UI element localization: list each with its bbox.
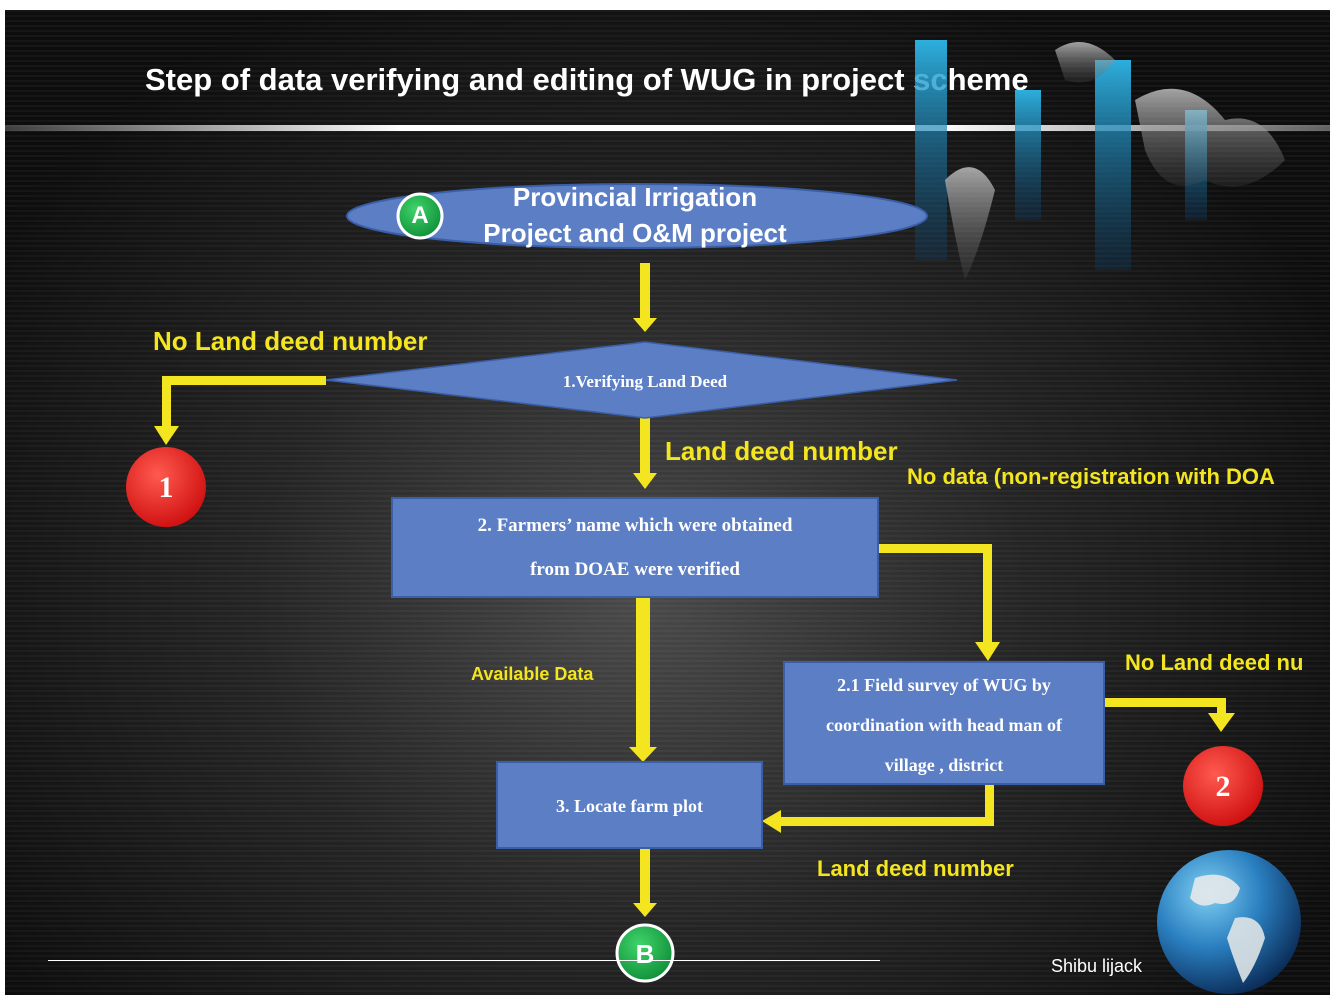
connector-1-label: 1 [158, 471, 174, 504]
label-no-land-deed-right: No Land deed nu [1125, 650, 1304, 675]
arrow-box-2-1-to-connector-2 [1105, 698, 1235, 732]
box-3-label: 3. Locate farm plot [556, 796, 703, 816]
box-2-1-line-3: village , district [884, 755, 1004, 775]
arrow-box-3-to-end [633, 848, 657, 917]
label-available-data: Available Data [471, 664, 594, 684]
connector-2-label: 2 [1215, 770, 1231, 803]
box-2-1-line-2: coordination with head man of [825, 715, 1063, 735]
slide-title: Step of data verifying and editing of WU… [145, 62, 1029, 97]
decision-diamond [325, 341, 958, 419]
label-land-deed-number-1: Land deed number [665, 436, 898, 466]
footer-divider [48, 960, 880, 961]
process-box-2 [391, 497, 879, 598]
arrow-decision-to-box-2 [633, 417, 657, 489]
end-marker-b-label: B [635, 939, 655, 969]
start-oval-line-2: Project and O&M project [483, 218, 787, 248]
arrow-start-to-decision [633, 263, 657, 332]
box-2-line-2: from DOAE were verified [530, 559, 740, 580]
title-divider [5, 125, 1330, 131]
start-oval-line-1: Provincial Irrigation [512, 182, 758, 212]
arrow-box-2-to-box-2-1 [879, 544, 1000, 661]
start-marker-a-label: A [411, 202, 429, 229]
arrow-box-2-to-box-3 [629, 598, 657, 762]
credit-text: Shibu lijack [1051, 956, 1143, 976]
world-map-decoration [915, 40, 1285, 280]
box-2-1-line-1: 2.1 Field survey of WUG by [837, 675, 1051, 695]
connector-2 [1183, 746, 1263, 826]
start-oval [346, 183, 928, 249]
slide: Step of data verifying and editing of WU… [5, 10, 1330, 995]
arrow-decision-to-connector-1 [154, 376, 326, 445]
process-box-3 [496, 761, 763, 849]
decision-1-label: 1.Verifying Land Deed [562, 372, 728, 391]
flowchart [126, 183, 1263, 983]
box-2-line-1: 2. Farmers’ name which were obtained [477, 515, 793, 536]
process-box-2-1 [783, 661, 1105, 785]
globe-icon [1157, 850, 1301, 994]
label-land-deed-number-2: Land deed number [817, 856, 1014, 881]
label-no-data: No data (non-registration with DOA [907, 464, 1275, 489]
connector-1 [126, 447, 206, 527]
label-no-land-deed-left: No Land deed number [153, 326, 428, 356]
arrow-box-2-1-to-box-3 [762, 784, 994, 833]
start-marker-a [396, 192, 444, 240]
end-marker-b [615, 923, 675, 983]
